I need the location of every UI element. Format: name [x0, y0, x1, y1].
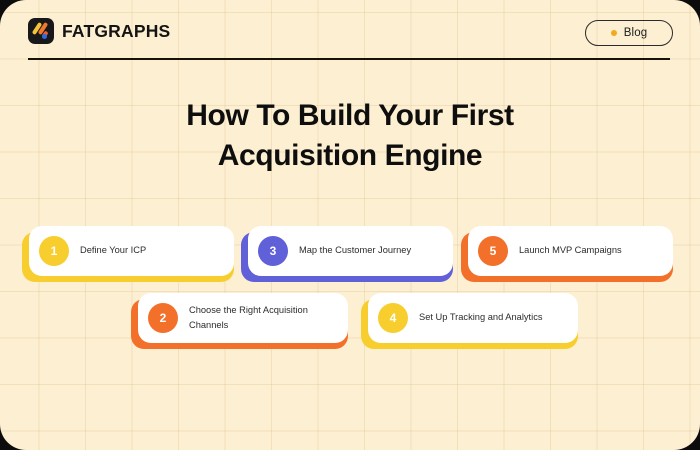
step-card-4-label: Set Up Tracking and Analytics — [419, 312, 543, 323]
step-card-2-label: Choose the Right Acquisition Channels — [189, 304, 308, 330]
step-card-4-number: 4 — [378, 303, 408, 333]
step-card-3-number: 3 — [258, 236, 288, 266]
step-card-5[interactable]: 5 Launch MVP Campaigns — [461, 226, 673, 282]
header-divider — [28, 58, 670, 60]
step-card-5-surface: 5 Launch MVP Campaigns — [468, 226, 673, 276]
step-card-5-number: 5 — [478, 236, 508, 266]
step-card-3-label: Map the Customer Journey — [299, 245, 412, 256]
step-card-1-label: Define Your ICP — [80, 245, 147, 256]
step-card-1-number: 1 — [39, 236, 69, 266]
page-title-line-1: How To Build Your First — [186, 99, 514, 132]
step-card-4[interactable]: 4 Set Up Tracking and Analytics — [361, 293, 578, 349]
step-card-1[interactable]: 1 Define Your ICP — [22, 226, 234, 282]
step-card-1-surface: 1 Define Your ICP — [29, 226, 234, 276]
header-bar: FATGRAPHS Blog — [0, 0, 700, 60]
page-title-line-2: Acquisition Engine — [217, 138, 483, 172]
blog-button[interactable]: Blog — [585, 20, 673, 46]
step-card-3[interactable]: 3 Map the Customer Journey — [241, 226, 453, 282]
step-card-4-surface: 4 Set Up Tracking and Analytics — [368, 293, 578, 343]
step-card-5-label: Launch MVP Campaigns — [519, 245, 622, 256]
step-card-2-surface: 2 Choose the Right Acquisition Channels — [138, 293, 348, 343]
blog-button-label: Blog — [623, 27, 648, 39]
step-card-2-number: 2 — [148, 303, 178, 333]
status-dot-icon — [610, 30, 617, 36]
page-title: How To Build Your First Acquisition Engi… — [0, 96, 700, 176]
brand-logo[interactable]: FATGRAPHS — [28, 18, 170, 44]
fatgraphs-logo-icon — [28, 18, 54, 44]
step-card-3-surface: 3 Map the Customer Journey — [248, 226, 453, 276]
brand-name: FATGRAPHS — [62, 20, 171, 41]
step-card-2[interactable]: 2 Choose the Right Acquisition Channels — [131, 293, 348, 349]
